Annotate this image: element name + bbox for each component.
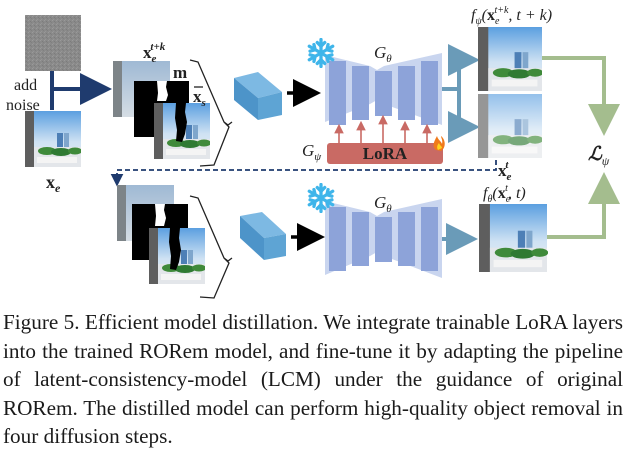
output-image-f-theta xyxy=(479,204,548,272)
output-image-f-psi xyxy=(478,27,542,91)
label-g-theta-top: Gθ xyxy=(374,43,392,65)
label-xe-t: xet xyxy=(498,159,512,183)
lora-label: LoRA xyxy=(363,144,408,163)
encoder-block-bottom xyxy=(240,212,286,260)
lora-block xyxy=(327,143,443,164)
figure-caption: Figure 5. Efficient model distillation. … xyxy=(3,310,623,448)
masked-image-xs xyxy=(154,103,210,159)
masked-image-xs-bottom xyxy=(149,228,205,284)
label-mask: m xyxy=(173,63,187,82)
feedback-dashed-line xyxy=(110,160,497,187)
label-f-theta: fθ(xet, t) xyxy=(483,183,526,205)
label-g-theta-bottom: Gθ xyxy=(374,193,392,215)
label-xe-tk: xet+k xyxy=(143,41,166,65)
snowflake-icon-bottom xyxy=(307,183,335,213)
label-xe: xe xyxy=(46,172,61,195)
snowflake-icon xyxy=(307,38,335,68)
loss-arrows xyxy=(542,56,620,239)
label-g-psi: Gψ xyxy=(302,141,321,163)
input-image-xe xyxy=(25,111,81,167)
label-xs: xs xyxy=(193,87,206,109)
noise-image xyxy=(25,15,81,71)
add-noise-label-2: noise xyxy=(6,97,40,114)
unet-g-theta-top xyxy=(325,53,442,125)
output-fork-arrows xyxy=(442,44,480,143)
concat-brace-bottom xyxy=(189,195,233,299)
output-image-xe-t xyxy=(478,94,542,158)
fire-icon xyxy=(433,136,445,151)
concat-brace-top xyxy=(189,59,233,167)
unet-g-theta-bottom xyxy=(325,199,442,278)
label-f-psi: fψ(xet+k, t + k) xyxy=(471,5,552,27)
loss-label: ℒψ xyxy=(588,144,610,168)
add-noise-label: add xyxy=(14,77,37,94)
lora-arrows xyxy=(334,114,432,144)
distillation-diagram: add noise xe xet+k m xs Gθ xyxy=(6,5,620,299)
encoder-block-top xyxy=(234,72,282,120)
